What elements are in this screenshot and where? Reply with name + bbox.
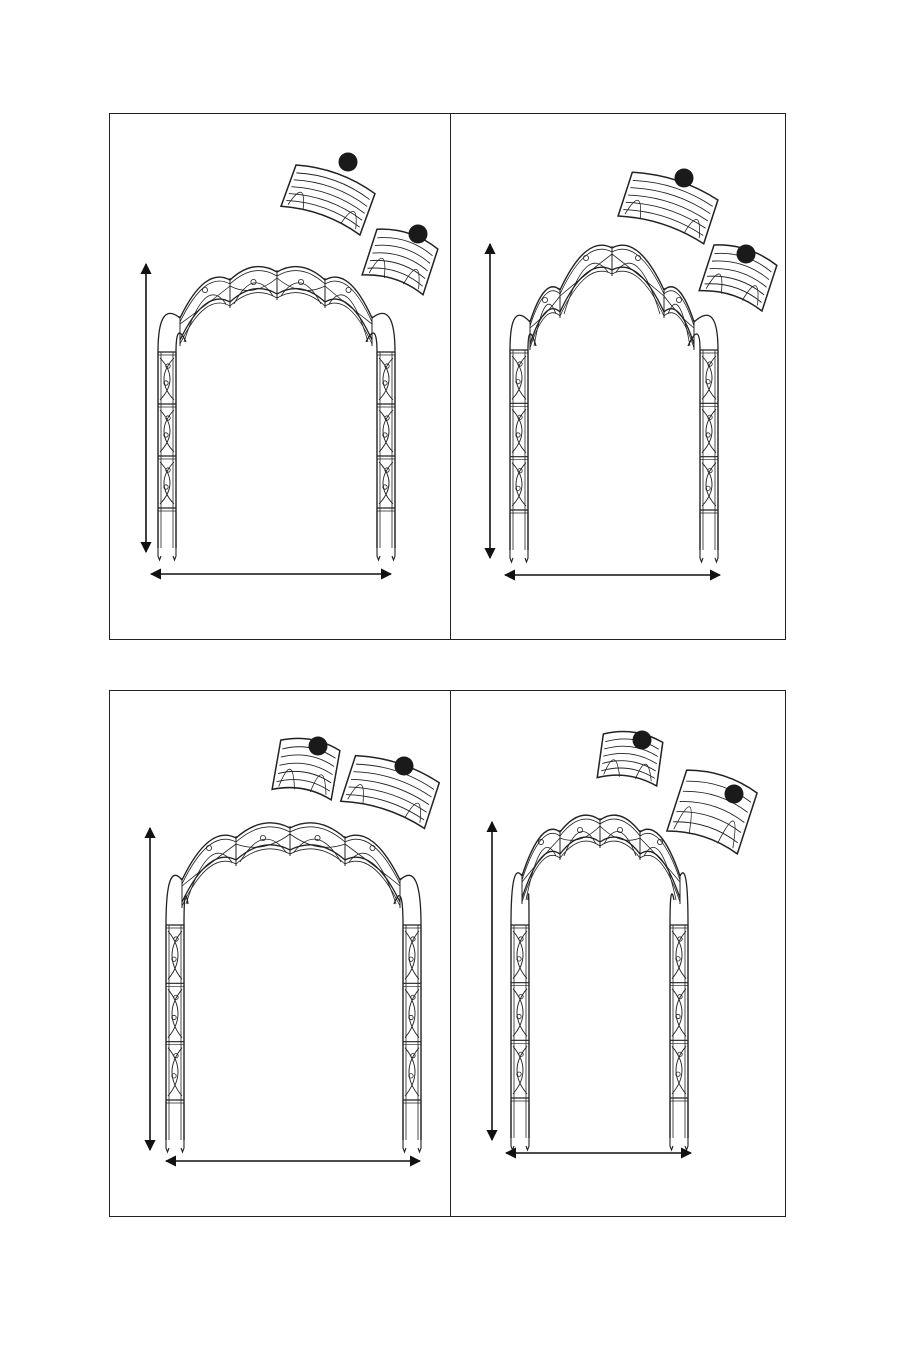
arch-band — [522, 837, 680, 898]
arch-curl — [346, 287, 351, 292]
arch-curl — [583, 255, 588, 260]
arch-curl — [370, 845, 375, 850]
part-marker-dot — [675, 169, 694, 188]
arch-band — [522, 819, 680, 880]
curved-arch-segment — [341, 750, 441, 829]
ground-stake — [715, 513, 718, 562]
segment-outline — [618, 167, 720, 244]
ground-stake — [418, 1103, 421, 1152]
arch-figure-c — [166, 734, 441, 1152]
part-marker-dot — [309, 737, 328, 756]
segment-outline — [272, 734, 341, 800]
ground-stake — [392, 511, 395, 560]
arch-figure-d — [511, 728, 759, 1150]
curved-arch-segment — [597, 728, 663, 786]
curved-arch-segment — [667, 764, 759, 853]
ground-stake — [173, 511, 176, 560]
arch-lattice — [184, 295, 226, 342]
arch-shoulder — [528, 894, 529, 925]
arch-band — [522, 841, 680, 902]
arch-curl — [635, 255, 640, 260]
arch-band — [180, 293, 372, 344]
segment-outline — [362, 224, 440, 295]
ground-stake — [511, 1101, 514, 1150]
curved-arch-segment — [618, 167, 720, 244]
part-marker-dot — [339, 153, 358, 172]
ground-stake — [158, 511, 161, 560]
part-marker-dot — [409, 225, 428, 244]
segment-outline — [667, 764, 759, 853]
ground-stake — [403, 1103, 406, 1152]
arch-lattice — [240, 839, 286, 862]
ground-stake — [685, 1101, 688, 1150]
curved-arch-segment — [281, 159, 377, 235]
ground-stake — [525, 513, 528, 562]
arch-figure-b — [510, 167, 779, 562]
arch-band — [530, 267, 694, 344]
curved-arch-segment — [362, 224, 440, 295]
arch-band — [180, 267, 372, 318]
ground-stake — [377, 511, 380, 560]
arch-band — [182, 849, 400, 906]
ground-stake — [700, 513, 703, 562]
arch-shoulder — [166, 875, 182, 925]
part-marker-dot — [395, 757, 414, 776]
arch-shoulder — [670, 894, 674, 925]
ground-stake — [510, 513, 513, 562]
ground-stake — [526, 1101, 529, 1150]
part-marker-dot — [725, 785, 744, 804]
ground-stake — [670, 1101, 673, 1150]
arch-curl — [542, 297, 547, 302]
arch-curl — [676, 297, 681, 302]
part-marker-dot — [737, 245, 756, 264]
arch-figure-a — [158, 153, 440, 561]
arch-shoulder — [372, 313, 395, 352]
segment-outline — [281, 159, 377, 235]
ground-stake — [166, 1103, 169, 1152]
curved-arch-segment — [272, 734, 341, 800]
arch-shoulder — [694, 315, 718, 350]
segment-outline — [341, 750, 441, 829]
part-marker-dot — [633, 731, 652, 750]
arch-lattice — [294, 839, 341, 862]
arch-curl — [251, 279, 256, 284]
arch-shoulder — [510, 315, 530, 350]
ground-stake — [181, 1103, 184, 1152]
arch-curl — [206, 845, 211, 850]
arch-curl — [202, 287, 207, 292]
arch-lattice — [329, 295, 368, 342]
arch-band — [182, 827, 400, 884]
arch-shoulder — [511, 873, 522, 925]
arch-shoulder — [680, 873, 688, 925]
arch-curl — [298, 279, 303, 284]
